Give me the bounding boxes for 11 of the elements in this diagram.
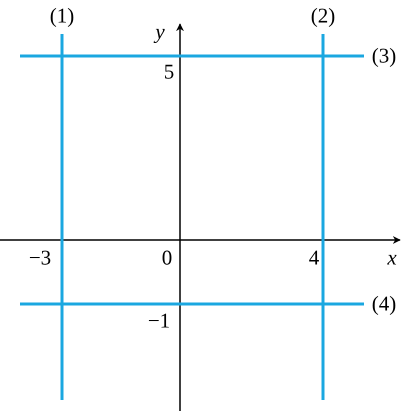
- tick-label: −1: [148, 310, 170, 332]
- line-label: (2): [310, 6, 336, 26]
- tick-label: −3: [28, 248, 52, 268]
- line-label: (1): [50, 6, 74, 26]
- tick-label: 4: [308, 248, 320, 268]
- tick-label: 0: [162, 248, 172, 268]
- axis-label: x: [387, 248, 397, 268]
- line-label: (4): [372, 294, 396, 314]
- tick-label: 5: [164, 62, 174, 82]
- axis-label: y: [155, 22, 165, 42]
- line-label: (3): [372, 46, 396, 66]
